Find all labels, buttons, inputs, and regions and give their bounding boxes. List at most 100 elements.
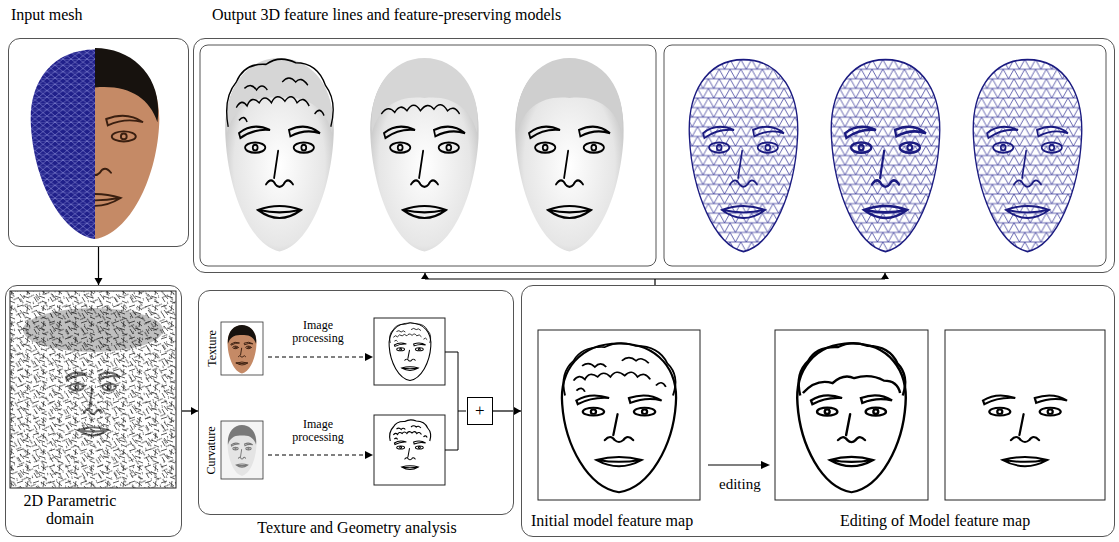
- step-label: Image processing: [282, 418, 354, 444]
- node-label: Output 3D feature lines and feature-pres…: [212, 6, 561, 24]
- face-features: [231, 443, 253, 467]
- operator-box: +: [467, 397, 493, 425]
- texture-image: [221, 322, 263, 375]
- curvature-feature-lines: [390, 420, 431, 470]
- inner-panel: [200, 45, 656, 266]
- inner-panel: [664, 45, 1106, 266]
- arrow-head: [881, 273, 889, 279]
- parametric-face: [66, 373, 120, 436]
- face-outline: [797, 343, 906, 492]
- texture-face: [228, 325, 257, 373]
- node-label: Initial model feature map: [531, 512, 693, 530]
- arrow-head: [761, 461, 770, 469]
- texture-feature-lines: [389, 323, 431, 381]
- mesh-features: [703, 127, 784, 218]
- arrow-head: [421, 273, 429, 279]
- edited-feature-map: [797, 343, 906, 492]
- connector-arrow: [493, 407, 521, 415]
- hair-surface: [516, 58, 622, 133]
- mesh-half: [31, 49, 95, 239]
- image-type-label: Texture: [205, 330, 220, 366]
- hair-fill: [228, 325, 256, 344]
- node-label: Editing of Model feature map: [840, 512, 1030, 530]
- hair-surface: [371, 58, 477, 133]
- face-features: [394, 441, 425, 470]
- parametric-panel: 2D Parametric domain: [5, 285, 182, 537]
- image-type-label: Curvature: [204, 426, 219, 474]
- shaded-face: [225, 58, 334, 252]
- arrow-head: [365, 451, 373, 459]
- parametric-image: [10, 291, 176, 488]
- hair-feature-lines: [390, 420, 431, 441]
- editing-arrow: [708, 464, 762, 465]
- connector-arrow: [421, 273, 889, 285]
- texture-half: [95, 48, 159, 239]
- arrow-head: [514, 407, 521, 415]
- mesh-features: [987, 127, 1068, 218]
- arrow-head: [95, 278, 103, 285]
- dashed-arrow: [268, 455, 366, 456]
- curvature-surface: [228, 426, 257, 476]
- node-label: Input mesh: [11, 6, 83, 24]
- node-label: 2D Parametric domain: [6, 492, 134, 529]
- face-features: [231, 342, 253, 365]
- merge-line: [445, 352, 466, 450]
- wireframe-face: [831, 60, 940, 252]
- face-features: [983, 395, 1067, 466]
- curvature-hair: [228, 425, 256, 445]
- hairline: [381, 105, 459, 114]
- wireframe-face: [689, 60, 798, 252]
- face-outline: [389, 323, 431, 381]
- step-label: editing: [719, 476, 761, 493]
- node-label: Texture and Geometry analysis: [199, 519, 515, 537]
- face-features: [66, 373, 120, 436]
- feature-map-image: [945, 330, 1105, 500]
- node-label: +: [475, 401, 485, 421]
- connector-arrow: [95, 247, 103, 285]
- hair-contour: [799, 343, 906, 395]
- connector-arrow: [182, 407, 198, 415]
- arrow-head: [365, 353, 373, 361]
- arrow-head: [191, 407, 198, 415]
- parametric-texture: [10, 291, 176, 488]
- dashed-arrow: [268, 357, 366, 358]
- hair-fill: [95, 48, 158, 122]
- face-features: [95, 116, 143, 206]
- hair-feature-lines: [227, 59, 334, 127]
- shaded-face: [515, 58, 624, 252]
- face-features: [394, 343, 425, 370]
- face-features: [576, 395, 661, 466]
- face-outline: [562, 343, 676, 492]
- edited-feature-map: [983, 395, 1067, 466]
- curvature-feature-image: [374, 415, 445, 485]
- face-features: [529, 127, 610, 218]
- hair-feature-lines: [563, 343, 675, 395]
- texture-feature-image: [374, 318, 445, 385]
- input-panel: Input mesh: [8, 38, 189, 247]
- step-label: Image processing: [282, 319, 354, 345]
- connector-line: [425, 278, 885, 279]
- face-mesh: [831, 60, 940, 252]
- skin-face: [228, 325, 257, 373]
- face-mesh: [689, 60, 798, 252]
- mesh-features: [845, 127, 926, 218]
- feature-map-image: [538, 330, 700, 500]
- hair-surface: [226, 58, 332, 133]
- mesh-face: [31, 49, 95, 239]
- shaded-face: [370, 58, 479, 252]
- wireframe-face: [973, 60, 1082, 252]
- face-features: [384, 127, 465, 218]
- curvature-face: [228, 425, 257, 476]
- feature-map-image: [775, 330, 928, 500]
- face-mesh: [973, 60, 1082, 252]
- parametric-dark-band: [23, 308, 163, 352]
- curvature-image: [221, 421, 263, 479]
- feature-map-panel: Initial model feature map Editing of Mode…: [521, 285, 1115, 537]
- output-panel: Output 3D feature lines and feature-pres…: [193, 38, 1115, 273]
- face-features: [239, 127, 320, 218]
- hair-feature-lines: [390, 323, 431, 343]
- initial-feature-map: [562, 343, 676, 492]
